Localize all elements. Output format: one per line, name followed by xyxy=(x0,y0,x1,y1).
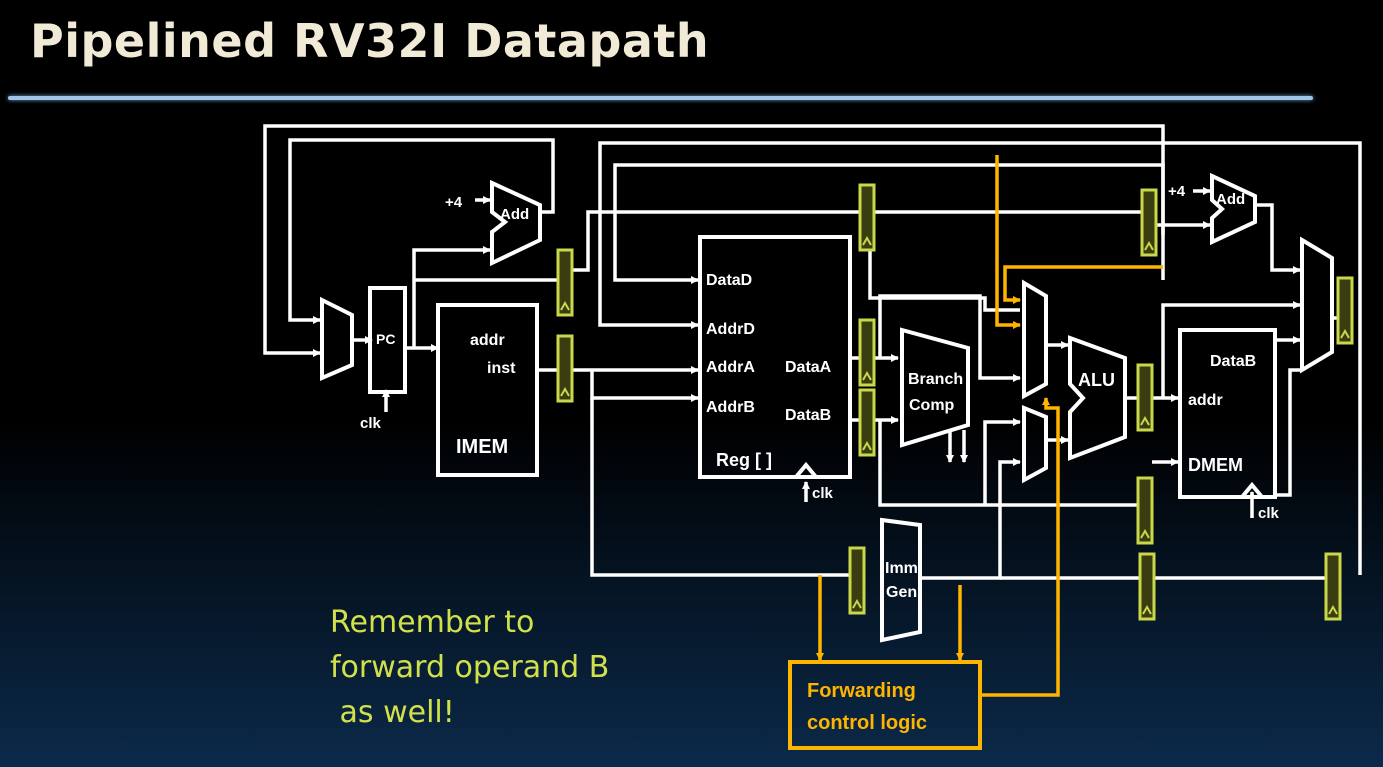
regfile-clk-notch xyxy=(794,461,818,479)
forwarding-control-box xyxy=(788,660,982,750)
fwd-wire-wb-a xyxy=(1003,265,1163,304)
reminder-note: Remember to forward operand B as well! xyxy=(330,605,610,730)
wire-inst-addrb xyxy=(590,370,699,402)
wb-mux xyxy=(1300,236,1334,374)
alu-a-mux xyxy=(1022,279,1048,400)
wire-addb-out xyxy=(1255,203,1301,274)
datapath-wires xyxy=(263,124,1362,580)
wire-a-alu xyxy=(878,294,1021,382)
label-clk-dmem: clk xyxy=(1258,505,1280,522)
dmem-block xyxy=(1178,328,1277,499)
label-reg-addrd: AddrD xyxy=(706,321,755,338)
alu-b-mux xyxy=(1022,405,1048,484)
register-file xyxy=(698,235,852,479)
label-branch: Branch xyxy=(908,371,963,388)
label-reg-dataa: DataA xyxy=(785,359,832,376)
label-clk-pc: clk xyxy=(360,415,382,432)
pipe-reg-ex-alu xyxy=(1136,363,1154,432)
dmem-clk-notch xyxy=(1240,481,1264,499)
label-control-logic: control logic xyxy=(807,712,927,734)
label-reg: Reg [ ] xyxy=(716,450,772,470)
label-dmem: DMEM xyxy=(1188,455,1243,475)
branch-comp xyxy=(900,327,970,448)
wire-pc4-loop xyxy=(288,138,555,324)
pipeline-registers xyxy=(556,183,1354,621)
pipe-reg-mem-wb xyxy=(1336,276,1354,345)
wire-datad xyxy=(613,163,1165,284)
label-plus4-a: +4 xyxy=(445,194,463,211)
label-forwarding: Forwarding xyxy=(807,680,916,702)
alu xyxy=(1068,335,1127,461)
pipe-reg-id-pc xyxy=(858,183,876,252)
pipe-reg-ex-inst xyxy=(1138,552,1156,621)
wire-outer-loop xyxy=(263,124,1165,357)
title-underline xyxy=(8,96,1313,100)
label-imem-inst: inst xyxy=(487,360,516,377)
pc-register xyxy=(368,286,407,394)
wire-alu-wbmux xyxy=(1161,301,1301,398)
wire-addrd xyxy=(598,141,1362,575)
pipe-reg-ex-b xyxy=(1136,476,1154,545)
imem-block xyxy=(436,303,539,477)
imm-gen xyxy=(880,517,922,643)
pipe-reg-if-inst xyxy=(556,334,574,403)
wire-pc-line xyxy=(572,210,1142,272)
wire-dmem-bottom xyxy=(1275,368,1300,497)
pipeline-register-clock-marks xyxy=(560,235,1350,615)
label-imem: IMEM xyxy=(456,436,508,458)
label-reg-datad: DataD xyxy=(706,272,752,289)
pipe-reg-mem-inst xyxy=(1324,552,1342,621)
forwarding-wires xyxy=(816,155,1163,697)
pipe-reg-id-a xyxy=(858,318,876,387)
wire-imm-mux xyxy=(920,458,1021,580)
label-imem-addr: addr xyxy=(470,332,505,349)
wire-inst-imm xyxy=(590,398,850,577)
diagram-labels: +4 Add PC clk addr inst IMEM DataD AddrD… xyxy=(360,183,1280,734)
pc-mux xyxy=(320,296,354,382)
label-reg-addrb: AddrB xyxy=(706,399,755,416)
label-dmem-datab: DataB xyxy=(1210,353,1256,370)
label-comp: Comp xyxy=(909,397,955,414)
wire-pc-up xyxy=(412,246,491,348)
label-pc: PC xyxy=(376,331,395,347)
pipe-reg-if-pc xyxy=(556,248,574,317)
label-add-a: Add xyxy=(500,206,529,223)
label-add-b: Add xyxy=(1216,191,1245,208)
label-reg-datab: DataB xyxy=(785,407,831,424)
label-imm: Imm. xyxy=(885,560,922,577)
pipe-reg-id-b xyxy=(858,388,876,457)
label-clk-reg: clk xyxy=(812,485,834,502)
slide-title: Pipelined RV32I Datapath xyxy=(30,14,710,68)
adder-a xyxy=(490,179,542,267)
label-gen: Gen xyxy=(886,584,917,601)
label-alu: ALU xyxy=(1078,370,1115,390)
pipe-reg-ex-pc xyxy=(1140,188,1158,257)
wire-b-mux xyxy=(983,418,1021,505)
label-dmem-addr: addr xyxy=(1188,392,1223,409)
adder-b xyxy=(1210,172,1257,246)
fwd-wire-alu-a xyxy=(995,155,1021,329)
label-reg-addra: AddrA xyxy=(706,359,755,376)
pipe-reg-id-imm xyxy=(848,546,866,615)
fwd-wire-ctrl-out xyxy=(980,397,1060,697)
components xyxy=(320,172,1334,643)
label-plus4-b: +4 xyxy=(1168,183,1186,200)
